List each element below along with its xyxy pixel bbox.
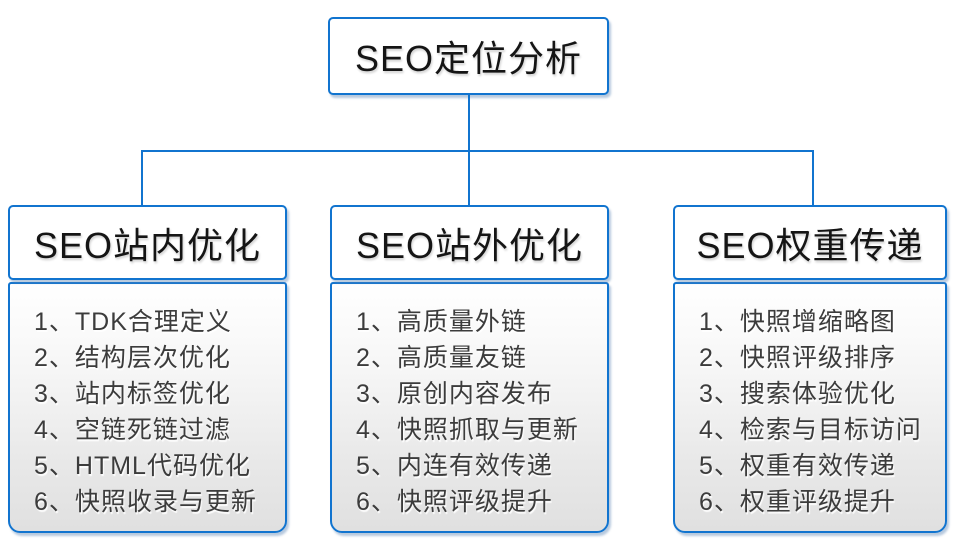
- list-item: 1、高质量外链: [356, 308, 527, 336]
- list-item: 1、快照增缩略图: [699, 308, 896, 336]
- connector-branch-left: [141, 150, 143, 206]
- branch-list-weight: 1、快照增缩略图 2、快照评级排序 3、搜索体验优化 4、检索与目标访问 5、权重有效传…: [673, 282, 947, 533]
- branch-header-offpage-label: SEO站外优化: [355, 224, 584, 266]
- list-item: 2、高质量友链: [356, 344, 527, 372]
- branch-header-onpage-label: SEO站内优化: [33, 224, 262, 266]
- branch-header-weight: SEO权重传递: [673, 205, 947, 280]
- list-item: 3、搜索体验优化: [699, 380, 896, 408]
- list-item: 2、快照评级排序: [699, 344, 896, 372]
- branch-header-offpage: SEO站外优化: [330, 205, 609, 280]
- list-item: 6、快照收录与更新: [34, 488, 257, 516]
- list-item: 5、HTML代码优化: [34, 452, 251, 480]
- list-item: 6、快照评级提升: [356, 488, 553, 516]
- list-item: 1、TDK合理定义: [34, 308, 232, 336]
- root-node: SEO定位分析: [328, 17, 609, 95]
- list-item: 5、权重有效传递: [699, 452, 896, 480]
- list-item: 3、原创内容发布: [356, 380, 553, 408]
- branch-column-offpage: SEO站外优化 1、高质量外链 2、高质量友链 3、原创内容发布 4、快照抓取与更新 5…: [330, 205, 609, 533]
- list-item: 4、空链死链过滤: [34, 416, 231, 444]
- list-item: 6、权重评级提升: [699, 488, 896, 516]
- root-node-label: SEO定位分析: [354, 38, 583, 79]
- branch-list-onpage: 1、TDK合理定义 2、结构层次优化 3、站内标签优化 4、空链死链过滤 5、HTML代…: [8, 282, 287, 533]
- branch-column-onpage: SEO站内优化 1、TDK合理定义 2、结构层次优化 3、站内标签优化 4、空链死链过…: [8, 205, 287, 533]
- connector-crossbar: [141, 150, 814, 152]
- list-item: 4、检索与目标访问: [699, 416, 922, 444]
- connector-branch-middle: [468, 150, 470, 206]
- branch-header-weight-label: SEO权重传递: [696, 224, 924, 266]
- list-item: 4、快照抓取与更新: [356, 416, 579, 444]
- branch-header-onpage: SEO站内优化: [8, 205, 287, 280]
- connector-root-stem: [468, 95, 470, 151]
- list-item: 3、站内标签优化: [34, 380, 231, 408]
- list-item: 2、结构层次优化: [34, 344, 231, 372]
- branch-column-weight: SEO权重传递 1、快照增缩略图 2、快照评级排序 3、搜索体验优化 4、检索与目标访…: [673, 205, 947, 533]
- list-item: 5、内连有效传递: [356, 452, 553, 480]
- connector-branch-right: [812, 150, 814, 206]
- branch-list-offpage: 1、高质量外链 2、高质量友链 3、原创内容发布 4、快照抓取与更新 5、内连有效传递 6…: [330, 282, 609, 533]
